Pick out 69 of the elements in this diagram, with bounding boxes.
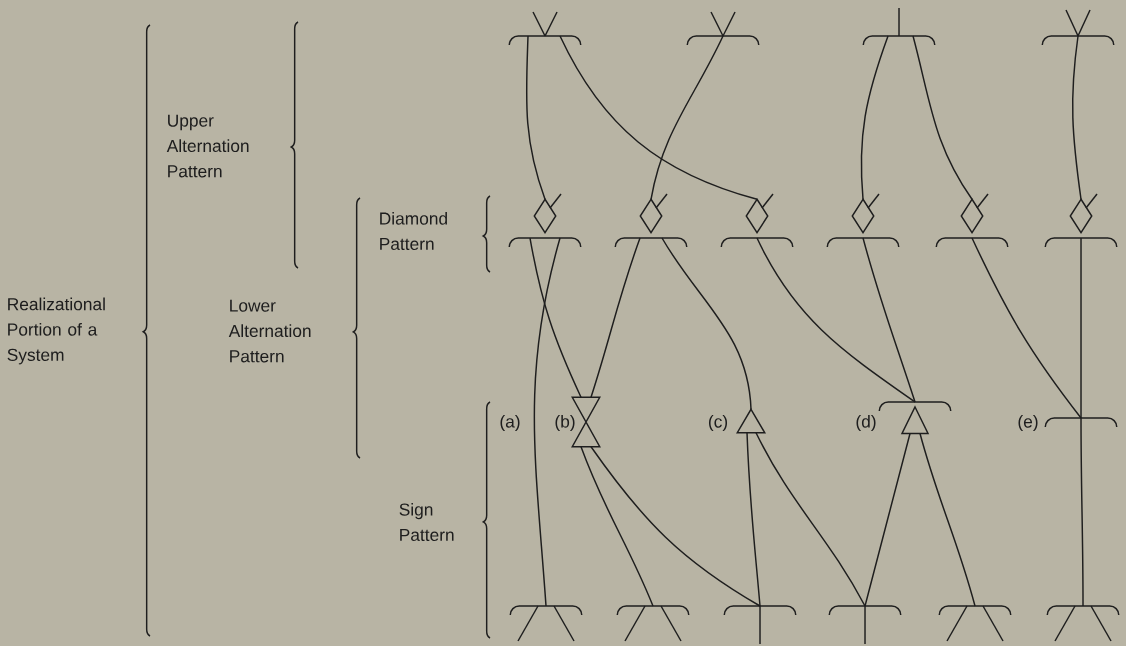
connector-line xyxy=(533,237,561,607)
bracket-label: Realizational Portion of a System xyxy=(7,297,105,365)
connector-line xyxy=(756,237,916,403)
bracket-symbol xyxy=(1046,605,1120,616)
connector-line xyxy=(746,432,761,607)
connector-line xyxy=(650,35,724,200)
connector-line xyxy=(976,193,989,209)
connector-line xyxy=(517,605,539,642)
connector-line xyxy=(532,11,546,37)
line-label: (a) xyxy=(500,414,520,432)
line-label: (b) xyxy=(555,414,575,432)
connector-line xyxy=(1071,35,1082,200)
connector-line xyxy=(1085,193,1098,209)
connector-line xyxy=(710,11,724,37)
bracket-symbol xyxy=(935,237,1009,248)
connector-line xyxy=(946,605,968,642)
connector-line xyxy=(655,193,668,209)
bracket-symbol xyxy=(686,35,760,46)
connector-line xyxy=(864,432,911,607)
connector-line xyxy=(755,432,866,607)
bracket-symbol xyxy=(720,237,794,248)
bracket-symbol xyxy=(862,35,936,46)
connector-line xyxy=(544,11,558,37)
connector-line xyxy=(590,237,641,398)
bracket-symbol xyxy=(1044,417,1118,428)
connector-line xyxy=(864,605,866,645)
bracket-symbol xyxy=(723,605,797,616)
connector-line xyxy=(525,35,546,200)
connector-line xyxy=(1065,9,1079,37)
connector-line xyxy=(1054,605,1076,642)
connector-line xyxy=(661,237,752,410)
bracket-label: Sign Pattern xyxy=(399,502,454,542)
bracket-symbol xyxy=(938,605,1012,616)
connector-line xyxy=(867,193,880,209)
bracket-symbol xyxy=(509,605,583,616)
bracket-symbol xyxy=(1044,237,1118,248)
connector-line xyxy=(1077,9,1091,37)
connector-line xyxy=(912,35,973,200)
connector-line xyxy=(898,7,900,37)
connector-line xyxy=(590,446,761,607)
connector-line xyxy=(580,446,654,607)
triangle-symbol xyxy=(878,401,952,435)
connector-line xyxy=(1080,417,1084,607)
connector-line xyxy=(624,605,646,642)
bracket-label: Lower Alternation Pattern xyxy=(228,299,311,363)
connector-line xyxy=(660,605,682,642)
connector-line xyxy=(549,193,562,209)
connector-line xyxy=(529,237,582,398)
connector-line xyxy=(759,605,761,645)
bracket-label: Diamond Pattern xyxy=(380,211,447,251)
connector-line xyxy=(761,193,774,209)
bracket-symbol xyxy=(1041,35,1115,46)
connector-line xyxy=(860,35,889,200)
bracket-symbol xyxy=(826,237,900,248)
bracket-symbol xyxy=(614,237,688,248)
connector-line xyxy=(553,605,575,642)
bracket-symbol xyxy=(616,605,690,616)
bracket-symbol xyxy=(828,605,902,616)
connector-line xyxy=(1080,237,1082,419)
connector-line xyxy=(982,605,1004,642)
connector-line xyxy=(919,432,976,607)
connector-line xyxy=(722,11,736,37)
bracket-symbol xyxy=(508,35,582,46)
connector-line xyxy=(559,35,758,200)
bracket-label: Upper Alternation Pattern xyxy=(166,114,249,178)
bracket-symbol xyxy=(508,237,582,248)
connector-line xyxy=(1090,605,1112,642)
connector-line xyxy=(862,237,916,403)
connector-line xyxy=(971,237,1082,419)
